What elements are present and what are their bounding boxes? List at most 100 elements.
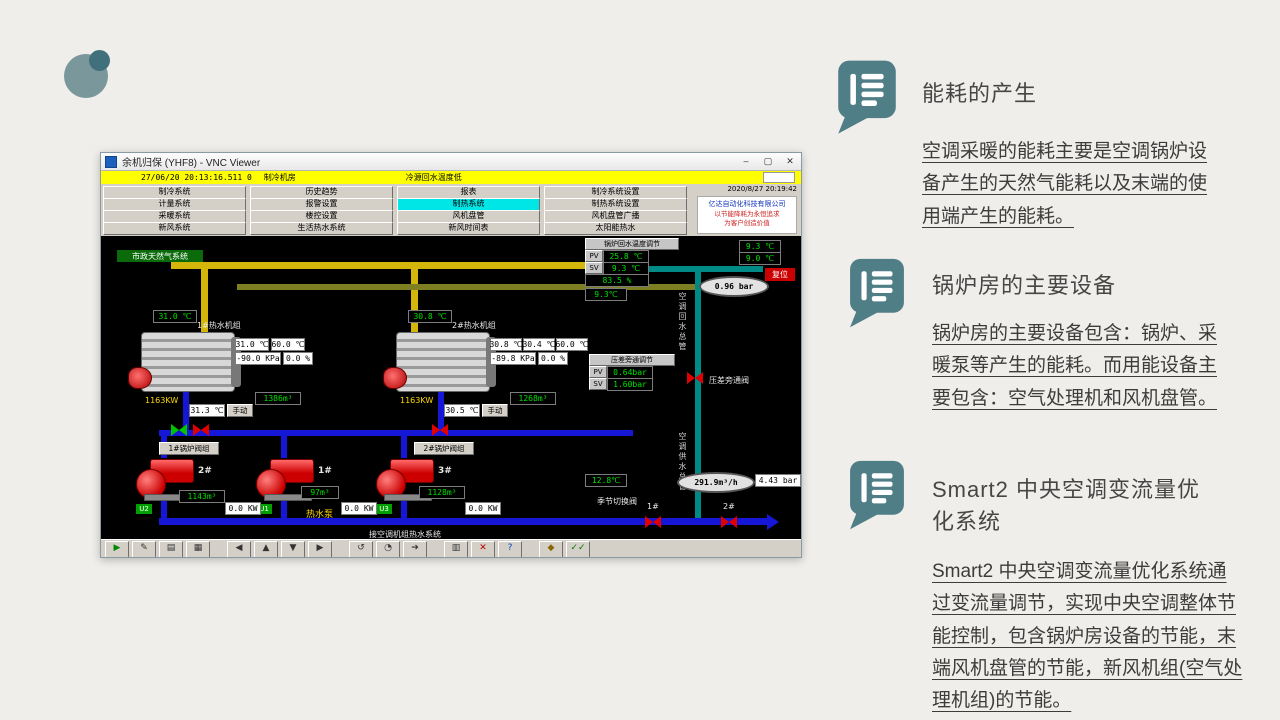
- hmi-diagram: 市政天然气系统 1#热水机组 31.0 ℃ 31.0 ℃ 60.0 ℃ -90.…: [101, 236, 801, 539]
- boiler2-drop-pipe: [438, 388, 444, 432]
- nav-down-icon[interactable]: ▼: [281, 540, 305, 557]
- minimize-button[interactable]: –: [743, 156, 749, 166]
- boiler1-valve-group[interactable]: 1#锅炉阀组: [159, 442, 219, 455]
- main-valve1-label: 1#: [647, 502, 659, 511]
- close-button[interactable]: ✕: [786, 156, 794, 166]
- pump2-power: 0.0 KW: [225, 502, 261, 515]
- season-temp: 12.8℃: [585, 474, 627, 487]
- nav-up-icon[interactable]: ▲: [254, 540, 278, 557]
- boiler2-inlet-temp: 30.8 ℃: [408, 310, 452, 323]
- menu-button[interactable]: 生活热水系统: [250, 222, 393, 235]
- boiler1-valve-icon[interactable]: [171, 424, 187, 436]
- section2-body: 锅炉房的主要设备包含：锅炉、采暖泵等产生的能耗。而用能设备主要包含：空气处理机和…: [932, 323, 1218, 409]
- gas-system-label: 市政天然气系统: [117, 250, 203, 262]
- bypass-valve-icon[interactable]: [687, 372, 703, 384]
- reset-button[interactable]: 复位: [765, 268, 795, 281]
- burner-icon: [383, 367, 407, 389]
- pump2-riser-bottom: [161, 499, 167, 519]
- bypass-pv-label: PV: [589, 366, 607, 378]
- boiler2-pressure: -89.8 KPa: [490, 352, 536, 365]
- section1-body: 空调采暖的能耗主要是空调锅炉设备产生的天然气能耗以及末端的使用端产生的能耗。: [922, 141, 1208, 227]
- main-valve2-icon[interactable]: [721, 516, 737, 528]
- boiler1-pressure: -90.0 KPa: [235, 352, 281, 365]
- pump3-riser-top: [401, 434, 407, 458]
- flow-arrow-icon: [767, 514, 779, 530]
- print-icon[interactable]: ▤: [159, 540, 183, 557]
- vnc-app-icon: [105, 155, 117, 168]
- run-icon[interactable]: ▶: [105, 540, 129, 557]
- boiler-2: [383, 332, 496, 392]
- list-pin-icon: [838, 60, 896, 134]
- alarm-ack-box[interactable]: [763, 172, 795, 183]
- alarm-area: 制冷机房: [263, 173, 296, 182]
- boiler2-flow: 1268m³: [510, 392, 556, 405]
- main-pressure: 4.43 bar: [755, 474, 801, 487]
- pump1-unit-chip: U1: [256, 504, 272, 514]
- bypass-header: 压差旁通调节: [589, 354, 675, 366]
- list-pin-icon: [850, 258, 904, 328]
- boiler2-outlet-temp: 30.5 ℃: [444, 404, 480, 417]
- boiler2-output-pct: 0.0 %: [538, 352, 568, 365]
- bypass-valve-label: 压差旁通阀: [709, 376, 749, 385]
- section3-title: Smart2 中央空调变流量优化系统: [932, 477, 1201, 534]
- keypad-icon[interactable]: ▦: [186, 540, 210, 557]
- alarm-icon[interactable]: ◆: [539, 540, 563, 557]
- boiler-return-header: 锅炉回水温度调节: [585, 238, 679, 250]
- pump3-id: 3#: [438, 466, 452, 476]
- confirm-icon[interactable]: ✓✓: [566, 540, 590, 557]
- pump3-unit-chip: U3: [376, 504, 392, 514]
- boiler1-mode-button[interactable]: 手动: [227, 404, 253, 417]
- pump3-riser-bottom: [401, 499, 407, 519]
- bypass-sv-label: SV: [589, 378, 607, 390]
- forward-icon[interactable]: ➔: [403, 540, 427, 557]
- boiler2-temp-3: 60.0 ℃: [555, 338, 589, 351]
- maximize-button[interactable]: ▢: [763, 156, 773, 166]
- undo-icon[interactable]: ↺: [349, 540, 373, 557]
- hmi-screen: 27/06/20 20:13:16.511 0 制冷机房 冷源回水温度低 制冷系…: [101, 171, 801, 557]
- vendor-slogan-2: 为客户创造价值: [724, 219, 770, 228]
- aux-sv: 9.0 ℃: [739, 252, 781, 265]
- hmi-toolbar: ▶✎▤▦◀▲▼▶↺◔➔▥✕?◆✓✓: [101, 539, 801, 557]
- boiler1-outlet-temp: 31.3 ℃: [189, 404, 225, 417]
- boiler1-valve2-icon[interactable]: [193, 424, 209, 436]
- flue-pipe: [237, 284, 713, 290]
- help-icon[interactable]: ?: [498, 540, 522, 557]
- list-pin-icon: [850, 460, 904, 530]
- report-icon[interactable]: ▥: [444, 540, 468, 557]
- clock-icon[interactable]: ◔: [376, 540, 400, 557]
- menu-button[interactable]: 太阳能热水: [544, 222, 687, 235]
- outlet-label: 接空调机组热水系统: [369, 530, 441, 539]
- boiler2-valve-icon[interactable]: [432, 424, 448, 436]
- gas-pipe-v1: [201, 262, 208, 332]
- pump3-power: 0.0 KW: [465, 502, 501, 515]
- vendor-slogan-1: 以节能降耗为永恒追求: [714, 209, 780, 218]
- nav-left-icon[interactable]: ◀: [227, 540, 251, 557]
- section1-title: 能耗的产生: [922, 81, 1038, 106]
- close-red-icon[interactable]: ✕: [471, 540, 495, 557]
- main-valve1-icon[interactable]: [645, 516, 661, 528]
- edit-icon[interactable]: ✎: [132, 540, 156, 557]
- boiler1-output-pct: 0.0 %: [283, 352, 313, 365]
- boiler1-temp-1: 31.0 ℃: [235, 338, 269, 351]
- gas-pipe-v2: [411, 262, 418, 332]
- return-pressure-gauge: 0.96 bar: [699, 276, 769, 297]
- pump-2: [136, 457, 194, 501]
- nav-right-icon[interactable]: ▶: [308, 540, 332, 557]
- pump3-flow: 1128m³: [419, 486, 465, 499]
- return-riser-label: 空调回水总管: [678, 292, 687, 352]
- menu-button[interactable]: 新风系统: [103, 222, 246, 235]
- pump1-riser-bottom: [281, 499, 287, 519]
- boiler2-temp-1: 30.8 ℃: [489, 338, 523, 351]
- boiler2-temp-2: 30.4 ℃: [522, 338, 556, 351]
- boiler2-mode-button[interactable]: 手动: [482, 404, 508, 417]
- pump-group-label: 热水泵: [306, 510, 334, 520]
- boiler2-valve-group[interactable]: 2#锅炉阀组: [414, 442, 474, 455]
- pump2-id: 2#: [198, 466, 212, 476]
- menu-button[interactable]: 新风时间表: [397, 222, 540, 235]
- window-titlebar[interactable]: 余机归保 (YHF8) - VNC Viewer – ▢ ✕: [101, 153, 801, 171]
- boiler-return-output: 83.5 %: [585, 274, 649, 287]
- main-valve2-label: 2#: [723, 502, 735, 511]
- bypass-sv: 1.60bar: [607, 378, 653, 391]
- alarm-message: 冷源回水温度低: [405, 173, 462, 182]
